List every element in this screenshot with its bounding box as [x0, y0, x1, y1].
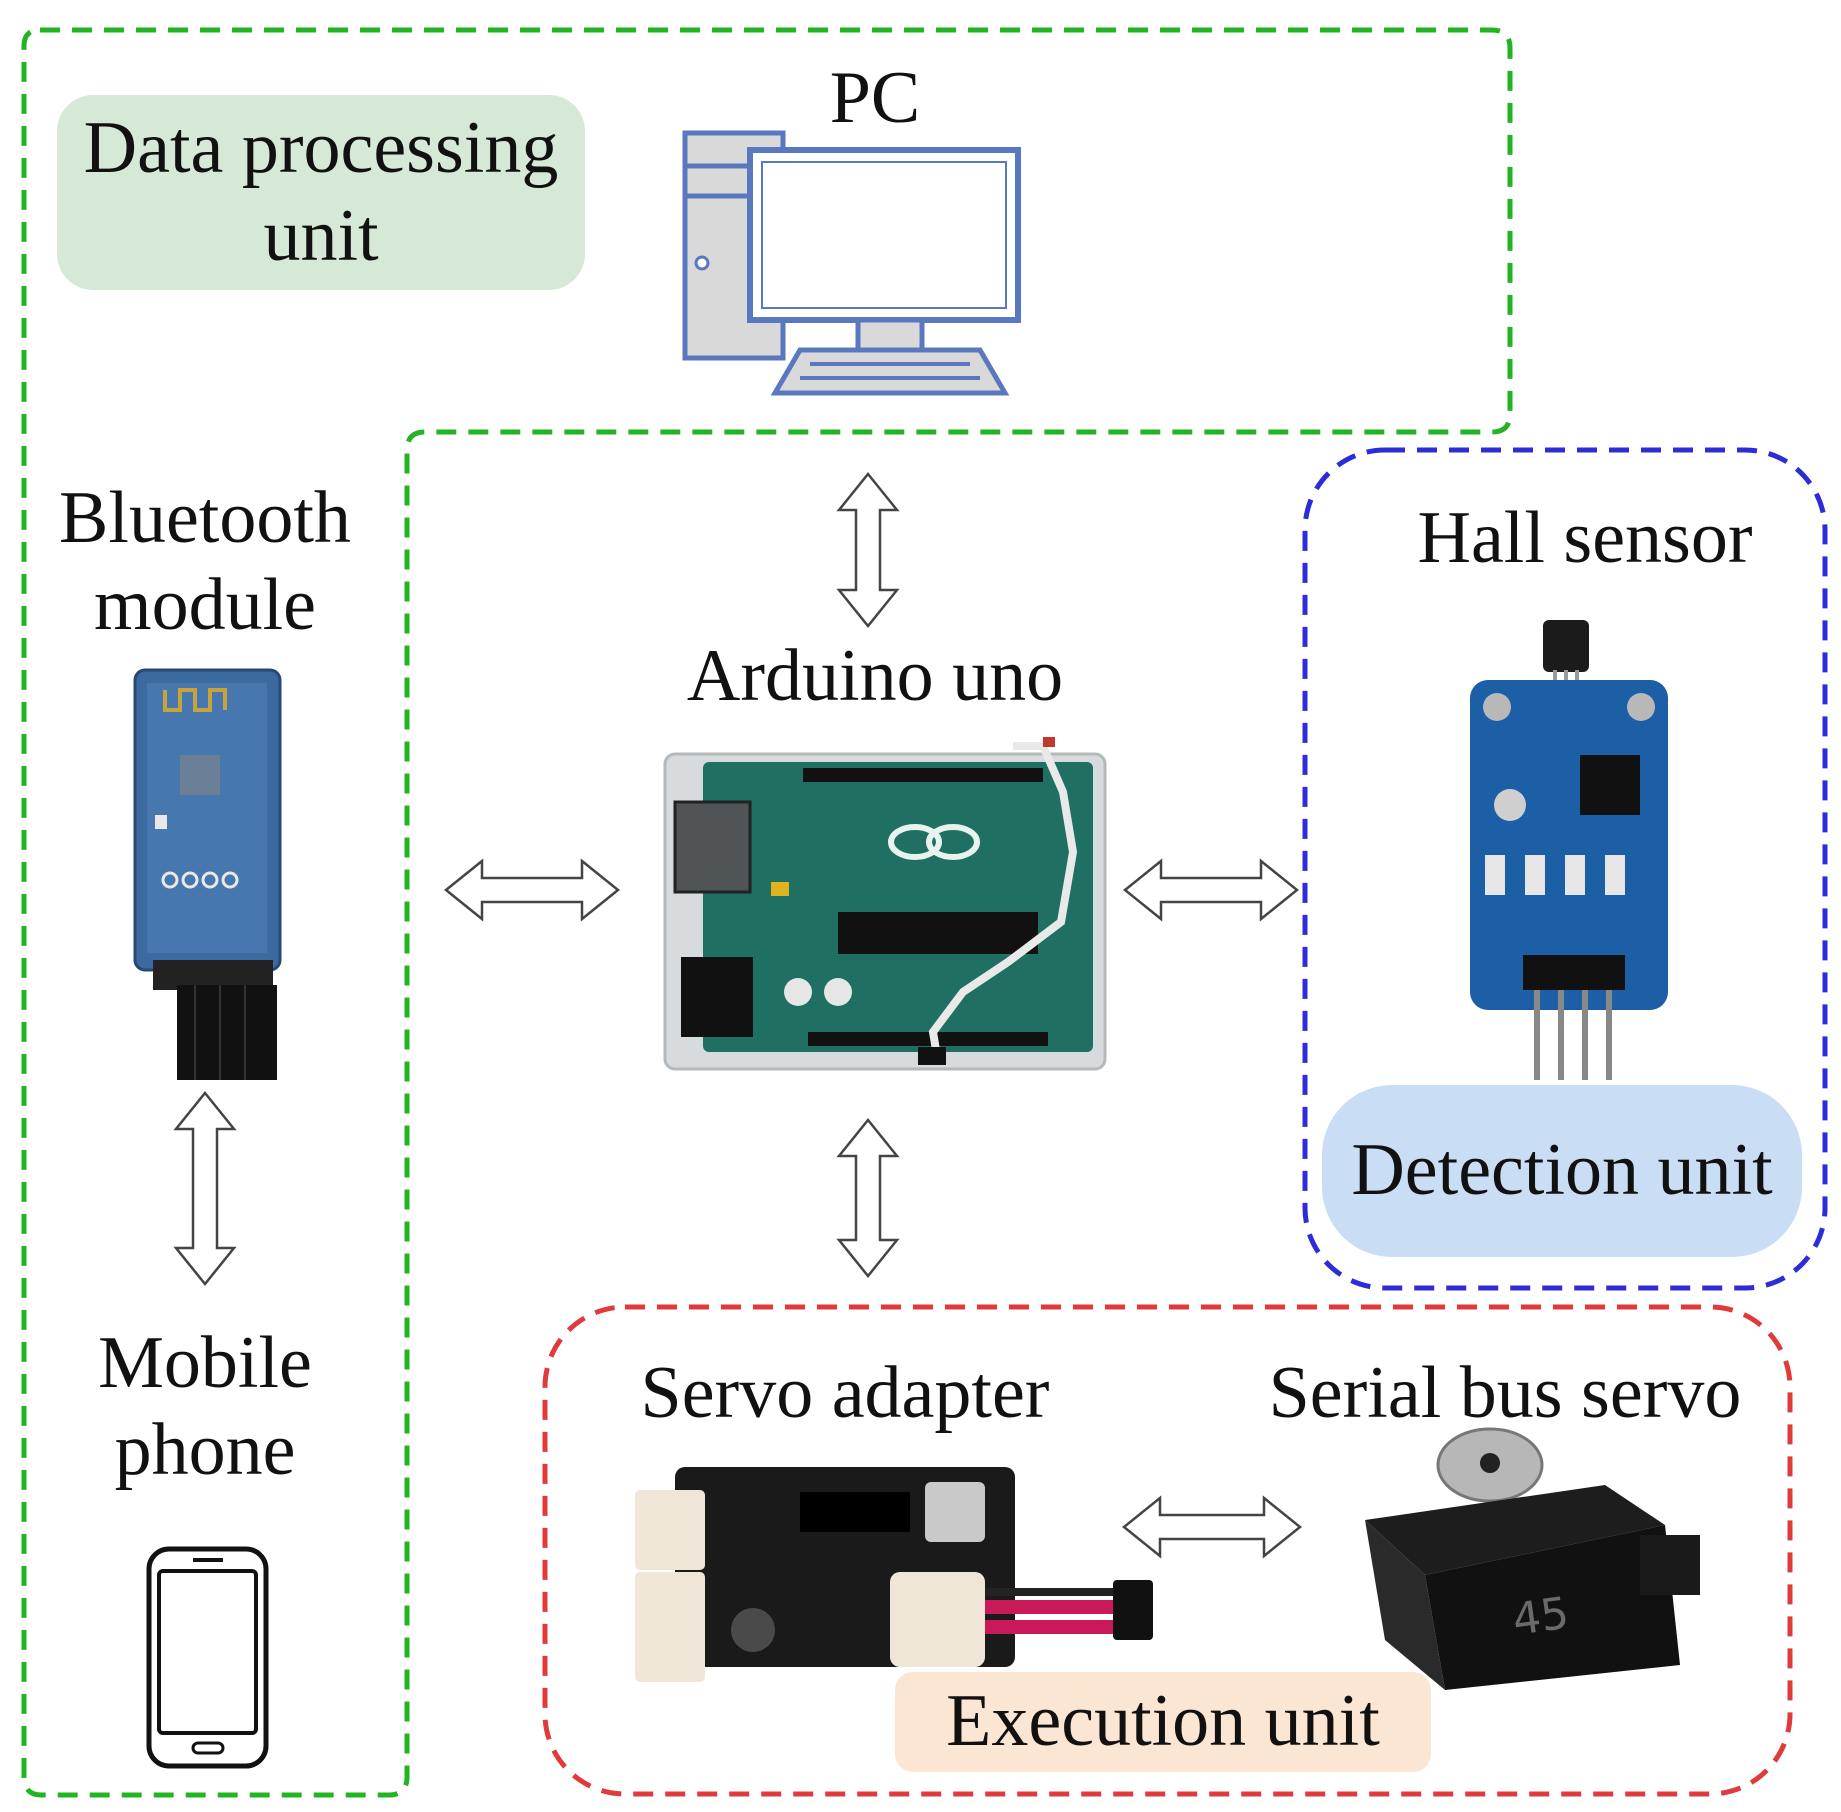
- arduino-hall-arrow: [1123, 858, 1299, 922]
- serial-servo-photo: 45: [1355, 1425, 1710, 1695]
- adapter-servo-arrow: [1122, 1495, 1302, 1559]
- arduino-servo-adapter-arrow: [836, 1118, 900, 1278]
- bluetooth-module-photo: [125, 665, 295, 1085]
- bluetooth-mobile-arrow: [173, 1091, 237, 1286]
- bluetooth-module-label: Bluetooth module: [59, 477, 351, 647]
- hall-sensor-photo: [1465, 615, 1675, 1085]
- arduino-board-photo: [663, 732, 1123, 1072]
- arduino-bluetooth-arrow: [444, 858, 620, 922]
- detection-unit-badge: Detection unit: [1322, 1085, 1802, 1257]
- smartphone-icon: [145, 1545, 270, 1770]
- execution-unit-badge: Execution unit: [895, 1672, 1431, 1772]
- mobile-phone-label: Mobile phone: [98, 1322, 312, 1492]
- servo-adapter-label: Servo adapter: [640, 1352, 1050, 1434]
- data-processing-unit-boundary: [21, 27, 1513, 1798]
- servo-adapter-photo: [635, 1462, 1155, 1687]
- data-processing-unit-badge: Data processing unit: [57, 95, 585, 290]
- arduino-uno-label: Arduino uno: [686, 635, 1064, 717]
- pc-label: PC: [829, 57, 921, 139]
- servo-marking: 45: [1509, 1588, 1572, 1646]
- hall-sensor-label: Hall sensor: [1417, 497, 1753, 579]
- detection-unit-boundary: [1302, 447, 1828, 1291]
- serial-bus-servo-label: Serial bus servo: [1268, 1352, 1742, 1434]
- arduino-pc-arrow: [836, 472, 900, 628]
- desktop-computer-icon: [680, 128, 1025, 398]
